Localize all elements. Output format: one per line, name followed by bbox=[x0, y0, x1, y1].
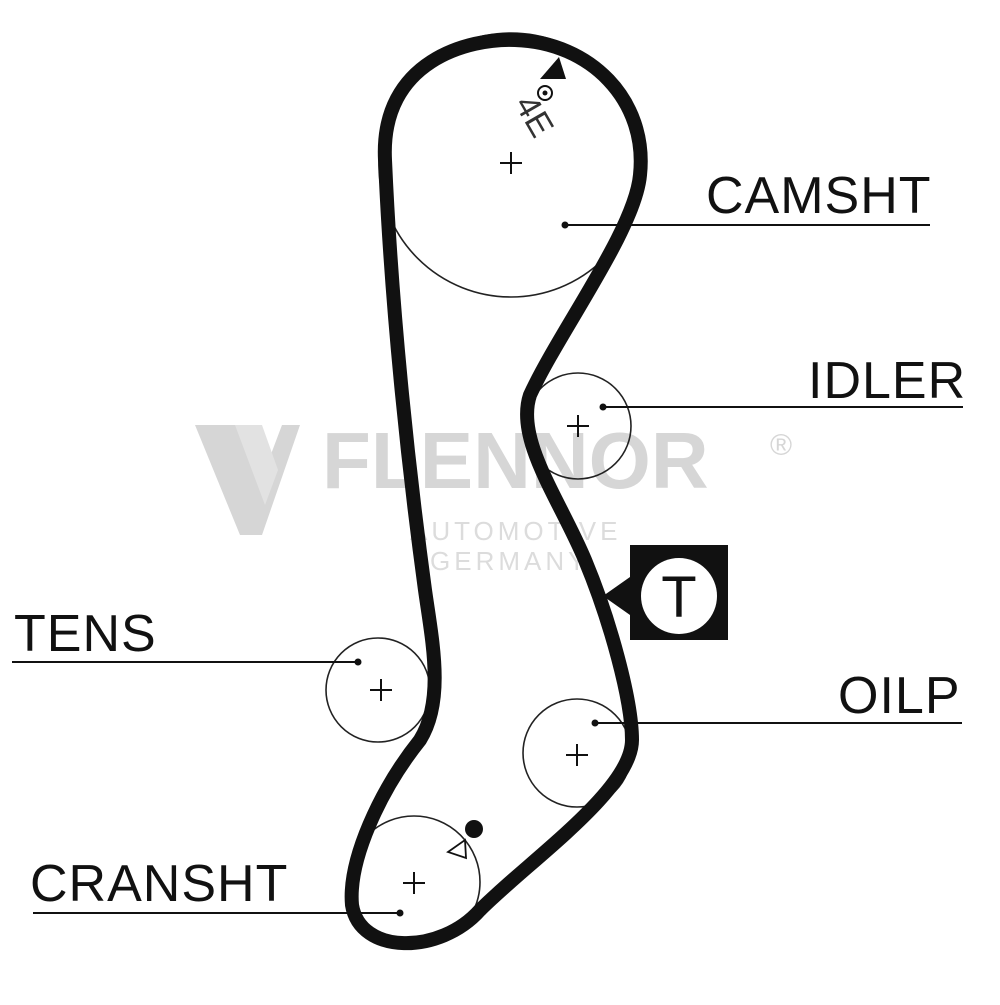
tensioner-symbol-badge: T bbox=[603, 545, 728, 640]
camshaft-arrow-icon bbox=[540, 57, 566, 79]
oil-pump-center-icon bbox=[566, 744, 588, 766]
watermark: FLENNOR ® AUTOMOTIVE GERMANY bbox=[195, 416, 792, 576]
watermark-line1: AUTOMOTIVE bbox=[410, 516, 621, 546]
camshaft-center-icon bbox=[500, 152, 522, 174]
oil-pump-label: OILP bbox=[838, 667, 961, 725]
crankshaft-notch-icon bbox=[446, 838, 467, 860]
crankshaft-center-icon bbox=[403, 872, 425, 894]
idler-label: IDLER bbox=[808, 352, 967, 410]
camshaft-mark-text: 4E bbox=[507, 89, 561, 144]
watermark-line2: GERMANY bbox=[430, 546, 589, 576]
tensioner-label: TENS bbox=[14, 605, 157, 663]
tensioner-center-icon bbox=[370, 679, 392, 701]
watermark-brand: FLENNOR bbox=[322, 416, 709, 505]
camshaft-label: CAMSHT bbox=[706, 167, 932, 225]
watermark-registered: ® bbox=[770, 429, 792, 462]
camshaft-timing-marks: 4E bbox=[507, 57, 566, 144]
crankshaft-label: CRANSHT bbox=[30, 855, 289, 913]
crankshaft-dot-marker bbox=[465, 820, 483, 838]
tensioner-symbol-text: T bbox=[661, 565, 696, 630]
watermark-logo-mark bbox=[195, 425, 300, 535]
idler-center-icon bbox=[567, 415, 589, 437]
timing-belt bbox=[344, 32, 648, 951]
